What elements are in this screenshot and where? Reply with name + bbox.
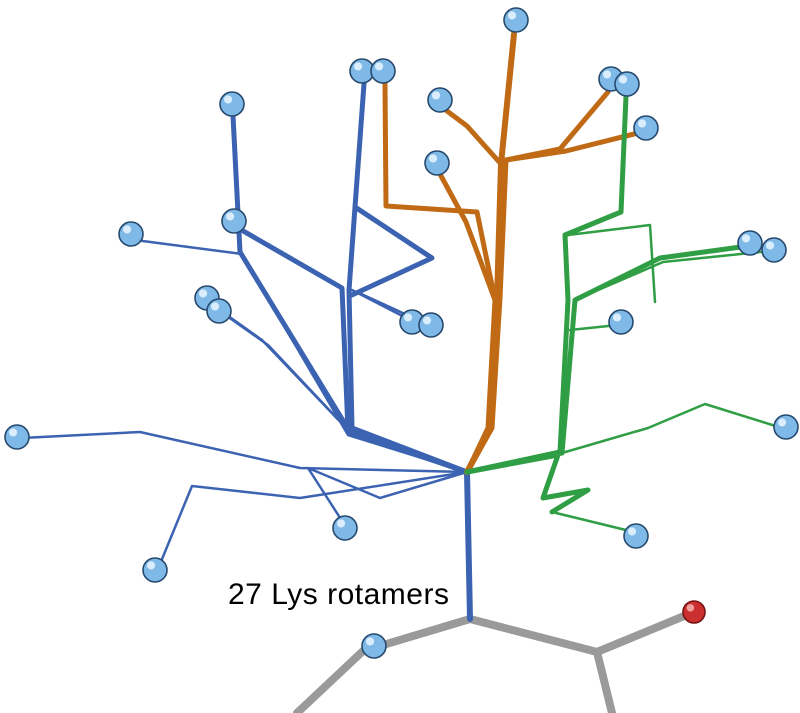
nitrogen-atom xyxy=(349,58,375,84)
nitrogen-atom xyxy=(332,515,358,541)
nitrogen-atom xyxy=(206,298,232,324)
nitrogen-atom xyxy=(737,230,763,256)
nitrogen-atom xyxy=(219,91,245,117)
bond-orange xyxy=(440,105,504,167)
bond-blue xyxy=(346,81,470,475)
nitrogen-atom xyxy=(424,150,450,176)
bond-green xyxy=(464,452,591,515)
bond-green xyxy=(573,249,772,302)
nitrogen-atom xyxy=(4,424,30,450)
bond-blue xyxy=(349,204,435,298)
bond-orange xyxy=(382,81,498,475)
bond-gray xyxy=(466,615,616,713)
bond-blue xyxy=(133,238,469,474)
bond-blue xyxy=(208,301,352,434)
nitrogen-atom xyxy=(761,237,787,263)
bond-gray xyxy=(293,615,474,713)
bond-green xyxy=(566,223,657,304)
oxygen-atom xyxy=(682,600,706,624)
nitrogen-atom xyxy=(427,87,453,113)
bond-green xyxy=(464,243,751,475)
bond-blue xyxy=(222,312,352,434)
bond-blue xyxy=(158,470,469,566)
bond-orange xyxy=(437,171,498,303)
nitrogen-atom xyxy=(773,414,799,440)
nitrogen-atom xyxy=(614,71,640,97)
bond-blue xyxy=(464,469,473,622)
nitrogen-atom xyxy=(623,523,649,549)
nitrogen-atom xyxy=(503,7,529,33)
nitrogen-atom xyxy=(142,557,168,583)
bond-orange xyxy=(503,129,645,163)
bond-green xyxy=(550,510,636,534)
bond-green xyxy=(560,402,784,455)
nitrogen-atom xyxy=(221,208,247,234)
nitrogen-atom xyxy=(633,115,659,141)
nitrogen-atom xyxy=(418,312,444,338)
nitrogen-atom xyxy=(608,309,634,335)
nitrogen-atom xyxy=(118,221,144,247)
bond-gray xyxy=(593,610,693,656)
bond-blue xyxy=(230,113,470,475)
nitrogen-atom xyxy=(370,58,396,84)
bond-blue xyxy=(20,430,469,474)
bond-orange xyxy=(464,89,611,475)
figure-caption: 27 Lys rotamers xyxy=(228,578,450,611)
nitrogen-atom xyxy=(361,633,387,659)
bond-blue xyxy=(306,466,469,526)
